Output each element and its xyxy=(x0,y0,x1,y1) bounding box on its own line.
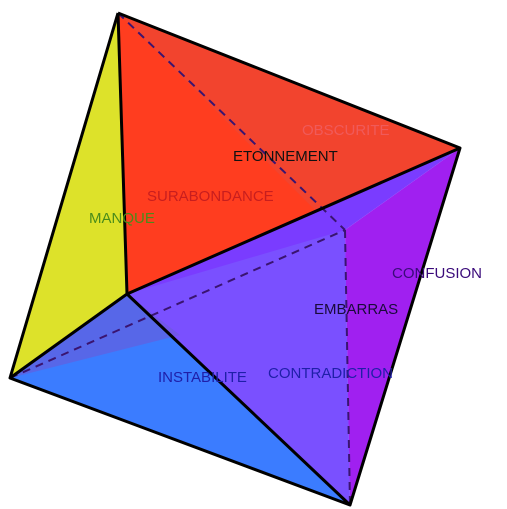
label-etonnement: ETONNEMENT xyxy=(233,148,338,165)
hidden-edge-top-back xyxy=(117,12,346,231)
label-embarras: EMBARRAS xyxy=(314,301,398,318)
edge-top-front xyxy=(116,12,129,295)
face-manque xyxy=(10,13,127,378)
label-manque: MANQUE xyxy=(89,210,155,227)
hidden-edge-back-bottom xyxy=(344,229,351,506)
face-obscurite-overlay xyxy=(118,13,460,215)
label-instabilite: INSTABILITE xyxy=(158,369,247,386)
edge-front-bottom xyxy=(125,292,352,507)
hidden-edge-left-back xyxy=(9,229,346,379)
label-obscurite: OBSCURITE xyxy=(302,122,390,139)
face-contradiction-overlay xyxy=(127,230,350,505)
face-violet-wedge xyxy=(10,294,180,378)
edge-front-left xyxy=(9,292,128,380)
label-confusion: CONFUSION xyxy=(392,265,482,282)
label-surabondance: SURABONDANCE xyxy=(147,188,274,205)
label-contradiction: CONTRADICTION xyxy=(268,365,393,382)
edge-front-right xyxy=(126,146,461,296)
